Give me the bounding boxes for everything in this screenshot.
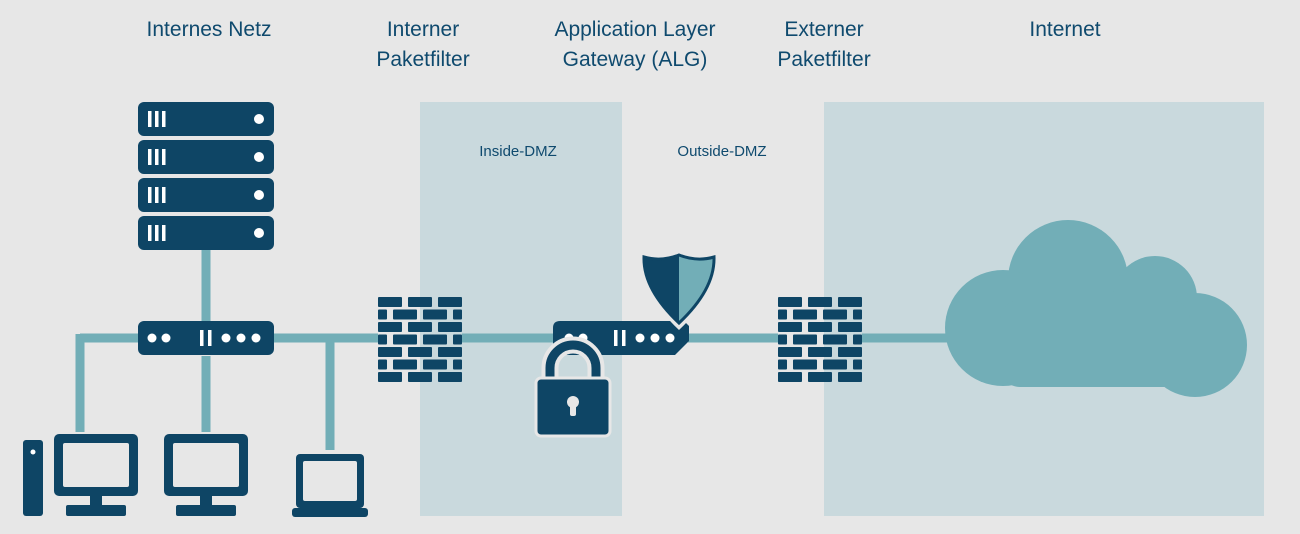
server-stack-icon (138, 102, 274, 250)
server-unit (138, 216, 274, 250)
pc-tower-icon (23, 440, 43, 516)
connector-lines (75, 250, 950, 450)
lock-icon (534, 336, 612, 438)
desktop-computer-icon (164, 434, 248, 516)
heading-internal-packet-filter-line2: Paketfilter (376, 48, 470, 71)
heading-external-packet-filter-line1: Externer (784, 18, 864, 41)
inside-dmz-zone (420, 102, 622, 516)
heading-internal-packet-filter-line1: Interner (386, 18, 460, 41)
laptop-icon (292, 454, 368, 517)
heading-internet: Internet (1029, 18, 1101, 41)
firewall-icon (378, 297, 462, 382)
server-unit (138, 178, 274, 212)
zone-label-inside-dmz: Inside-DMZ (479, 143, 557, 160)
zone-label-outside-dmz: Outside-DMZ (677, 143, 767, 160)
firewall-icon (778, 297, 862, 382)
server-unit (138, 102, 274, 136)
network-switch-icon (138, 321, 274, 355)
heading-alg-line1: Application Layer (554, 18, 716, 41)
heading-internal-packet-filter: Interner Paketfilter (343, 15, 503, 75)
heading-alg-line2: Gateway (ALG) (562, 48, 708, 71)
server-unit (138, 140, 274, 174)
heading-external-packet-filter: Externer Paketfilter (744, 15, 904, 75)
desktop-computer-icon (54, 434, 138, 516)
shield-icon (638, 250, 720, 330)
heading-application-layer-gateway: Application Layer Gateway (ALG) (533, 15, 737, 75)
cloud-icon (945, 220, 1247, 397)
heading-external-packet-filter-line2: Paketfilter (777, 48, 871, 71)
heading-internal-network: Internes Netz (146, 18, 272, 41)
